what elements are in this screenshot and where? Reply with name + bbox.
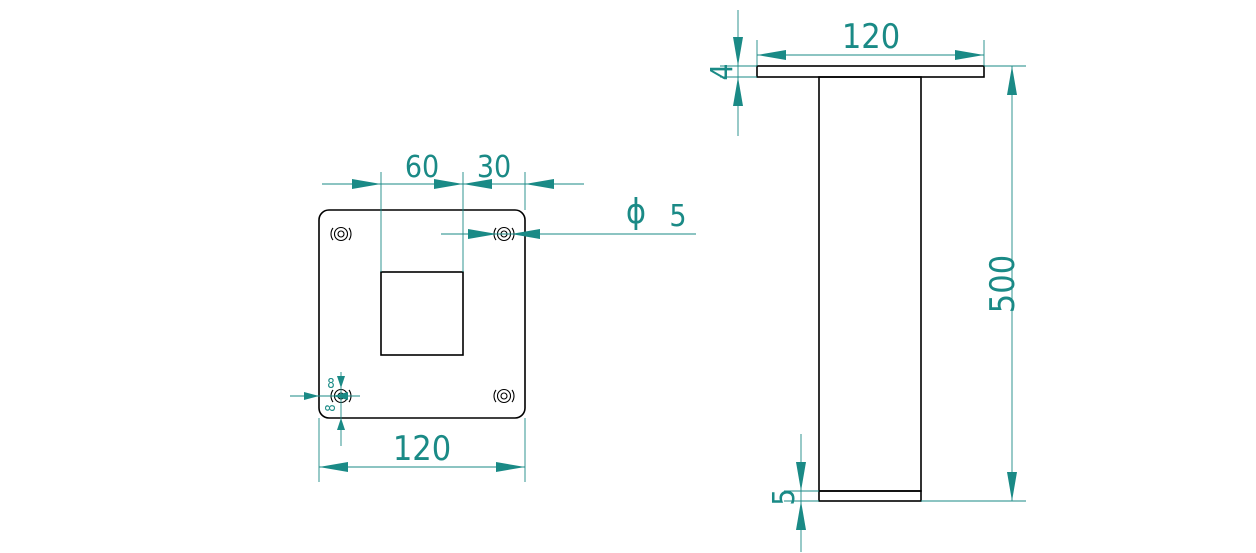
mounting-hole-bottom-right	[493, 388, 515, 404]
mounting-hole-top-left	[330, 226, 352, 242]
dimension-hole-spacing: 60 30	[322, 150, 584, 272]
dim-text-30: 30	[477, 150, 511, 185]
dim-text-60: 60	[405, 150, 439, 185]
dimension-plate-width: 120	[318, 418, 526, 482]
post-tube	[818, 76, 922, 492]
dimension-top-plate-width: 120	[756, 17, 985, 66]
dim-text-500: 500	[983, 255, 1023, 313]
square-tube-section	[380, 271, 464, 356]
top-plate	[756, 65, 985, 78]
diameter-symbol: ϕ	[626, 192, 646, 232]
dim-text-5: 5	[767, 488, 802, 505]
dimension-bottom-plate-thickness: 5	[767, 434, 819, 552]
dim-text-8-y: 8	[324, 404, 339, 411]
dimension-top-plate-thickness: 4	[705, 10, 757, 136]
dim-text-120-side: 120	[842, 17, 900, 57]
dimension-total-height: 500	[921, 65, 1026, 502]
dim-text-120-plan: 120	[393, 429, 451, 469]
bottom-plate	[818, 490, 922, 502]
plan-view: 60 30 ϕ 5 8 8 120	[290, 150, 696, 482]
dim-text-diameter-5: 5	[669, 199, 686, 234]
dimension-hole-edge-offsets: 8 8	[290, 372, 360, 446]
dimension-hole-diameter: ϕ 5	[441, 192, 696, 239]
base-plate-outline	[318, 209, 526, 419]
side-view: 120 4 500 5	[705, 10, 1026, 552]
dim-text-4: 4	[705, 63, 740, 80]
dim-text-8-x: 8	[327, 377, 334, 392]
